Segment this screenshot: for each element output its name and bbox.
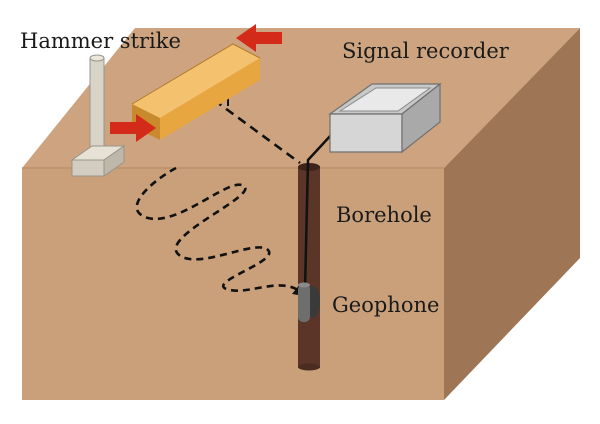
recorder-tray — [338, 87, 432, 112]
hammer-handle-top — [89, 54, 105, 62]
hammer-handle — [89, 57, 105, 161]
signal-cable — [303, 133, 333, 291]
label-borehole: Borehole — [336, 203, 432, 227]
wave-path — [135, 166, 299, 292]
hammer — [70, 54, 126, 177]
hammer-head-front — [71, 159, 105, 177]
label-signal-recorder: Signal recorder — [342, 39, 510, 63]
geophone-body — [298, 284, 310, 322]
geophone-sensor — [298, 282, 320, 322]
impact-arrow-left-icon — [110, 114, 156, 142]
beam-top — [132, 44, 260, 118]
recorder-front — [329, 113, 403, 153]
soil-front-face — [22, 168, 444, 400]
beam-side — [160, 58, 260, 140]
signal-recorder — [328, 82, 442, 154]
borehole-bottom — [298, 363, 320, 371]
recorder-side — [401, 82, 441, 154]
label-hammer-strike: Hammer strike — [20, 29, 181, 53]
borehole-shaft — [298, 166, 320, 368]
soil-side-face — [444, 28, 580, 400]
borehole — [298, 163, 320, 371]
trigger-dashed-line — [213, 98, 301, 165]
beam-edge — [131, 43, 261, 105]
geophone-cap — [298, 282, 310, 288]
impact-arrow-right-icon — [236, 24, 282, 52]
hammer-head-side — [103, 145, 125, 177]
label-geophone: Geophone — [332, 293, 439, 317]
